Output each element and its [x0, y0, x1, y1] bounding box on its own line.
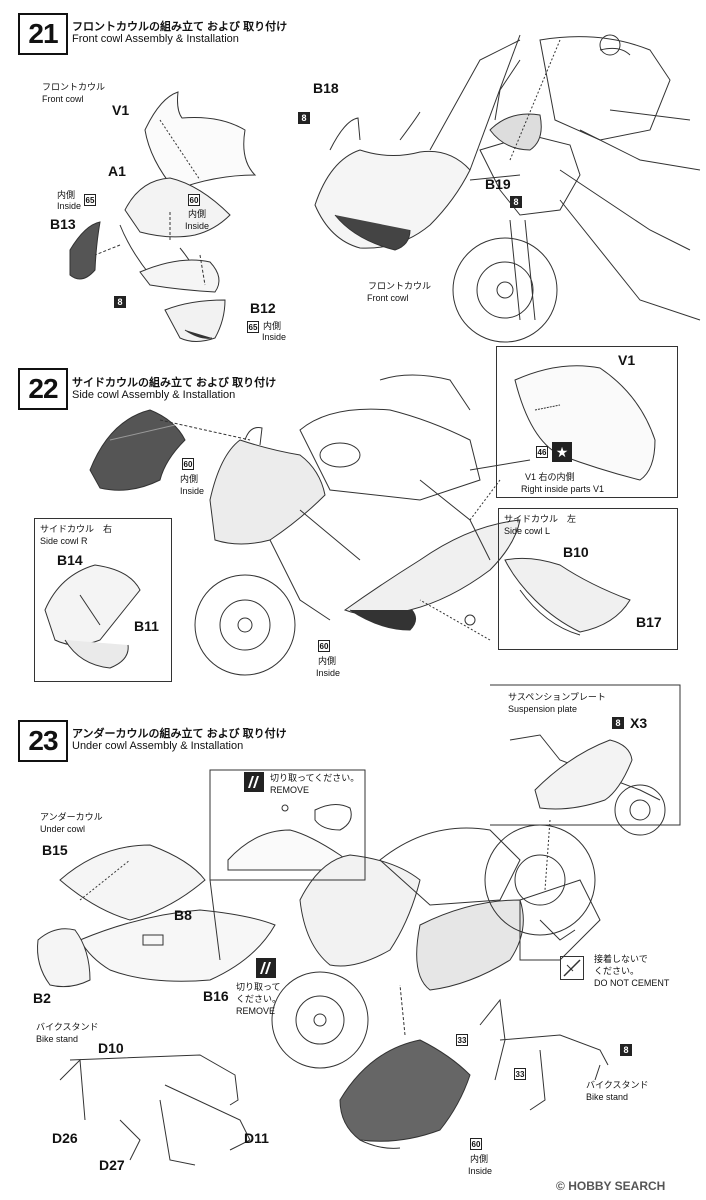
step-title-en: Side cowl Assembly & Installation	[72, 389, 236, 401]
label-bike-stand-en: Bike stand	[36, 1034, 79, 1044]
step-title-jp: アンダーカウルの組み立て および 取り付け	[72, 728, 287, 740]
label-bike-stand-jp: バイクスタンド	[586, 1080, 649, 1090]
label-under-cowl-jp: アンダーカウル	[40, 812, 103, 822]
inset-side-cowl-r	[34, 518, 172, 682]
label-side-cowl-r-en: Side cowl R	[40, 536, 88, 546]
cut-icon	[244, 772, 264, 792]
part-label-d27: D27	[99, 1157, 125, 1173]
part-label-b14: B14	[57, 552, 83, 568]
marker-60: 60	[318, 640, 330, 652]
marker-33: 33	[456, 1034, 468, 1046]
step-title-en: Front cowl Assembly & Installation	[72, 33, 239, 45]
label-v1-inside-jp: V1 右の内側	[525, 472, 575, 482]
label-front-cowl-jp: フロントカウル	[42, 82, 106, 92]
watermark: © HOBBY SEARCH	[556, 1179, 666, 1193]
star-icon: ★	[552, 442, 572, 462]
label-bike-stand-en: Bike stand	[586, 1092, 629, 1102]
part-label-a1: A1	[108, 163, 126, 179]
step-title-jp: フロントカウルの組み立て および 取り付け	[72, 21, 288, 33]
part-label-b19: B19	[485, 176, 511, 192]
marker-8: 8	[620, 1044, 632, 1056]
label-inside-jp: 内側	[57, 190, 76, 200]
step-title-en: Under cowl Assembly & Installation	[72, 740, 244, 752]
inset-side-cowl-l	[498, 508, 678, 650]
marker-46: 46	[536, 446, 548, 458]
cut-icon	[256, 958, 276, 978]
label-inside-jp: 内側	[263, 321, 282, 331]
label-bike-stand-jp: バイクスタンド	[36, 1022, 99, 1032]
label-cut-en: REMOVE	[236, 1006, 276, 1016]
label-front-cowl-en: Front cowl	[367, 293, 409, 303]
label-inside-en: Inside	[57, 201, 82, 211]
label-cut-en: REMOVE	[270, 785, 310, 795]
label-no-cement-jp: 接着しないで	[594, 954, 648, 964]
label-cut-jp: 切り取って	[236, 982, 281, 992]
part-label-b16: B16	[203, 988, 229, 1004]
label-under-cowl-en: Under cowl	[40, 824, 86, 834]
part-label-d10: D10	[98, 1040, 124, 1056]
step-number: 21	[18, 13, 68, 55]
marker-8: 8	[114, 296, 126, 308]
label-inside-en: Inside	[468, 1166, 493, 1176]
marker-8: 8	[510, 196, 522, 208]
no-cement-icon	[560, 956, 584, 980]
part-label-b12: B12	[250, 300, 276, 316]
label-inside-jp: 内側	[318, 656, 337, 666]
label-cut-jp: 切り取ってください。	[270, 773, 360, 783]
marker-8: 8	[298, 112, 310, 124]
marker-33: 33	[514, 1068, 526, 1080]
part-label-b11: B11	[134, 618, 159, 634]
label-inside-en: Inside	[316, 668, 341, 678]
marker-65: 65	[84, 194, 96, 206]
part-label-b2: B2	[33, 990, 51, 1006]
part-label-b13: B13	[50, 216, 76, 232]
label-side-cowl-l-jp: サイドカウル 左	[504, 514, 577, 524]
marker-60: 60	[470, 1138, 482, 1150]
part-label-b8: B8	[174, 907, 192, 923]
label-suspension-plate-en: Suspension plate	[508, 704, 578, 714]
part-label-b17: B17	[636, 614, 662, 630]
label-inside-jp: 内側	[470, 1154, 489, 1164]
step-number: 22	[18, 368, 68, 410]
part-label-d11: D11	[244, 1130, 269, 1146]
label-no-cement-en: DO NOT CEMENT	[594, 978, 670, 988]
label-inside-en: Inside	[262, 332, 287, 342]
marker-60: 60	[182, 458, 194, 470]
label-inside-en: Inside	[180, 486, 205, 496]
label-inside-en: Inside	[185, 221, 210, 231]
part-label-b18: B18	[313, 80, 339, 96]
label-front-cowl-en: Front cowl	[42, 94, 84, 104]
step-number: 23	[18, 720, 68, 762]
inset-v1-detail	[496, 346, 678, 498]
label-front-cowl-jp: フロントカウル	[368, 281, 432, 291]
part-label-d26: D26	[52, 1130, 78, 1146]
part-label-v1: V1	[112, 102, 130, 118]
label-side-cowl-l-en: Side cowl L	[504, 526, 551, 536]
marker-60: 60	[188, 194, 200, 206]
label-suspension-plate-jp: サスペンションプレート	[508, 692, 606, 702]
label-no-cement-jp: ください。	[594, 966, 640, 976]
part-label-x3: X3	[630, 715, 648, 731]
marker-65: 65	[247, 321, 259, 333]
label-v1-inside-en: Right inside parts V1	[521, 484, 605, 494]
label-side-cowl-r-jp: サイドカウル 右	[40, 524, 113, 534]
part-label-b10: B10	[563, 544, 589, 560]
part-label-v1: V1	[618, 352, 636, 368]
label-cut-jp: ください。	[236, 994, 282, 1004]
part-label-b15: B15	[42, 842, 68, 858]
marker-8: 8	[612, 717, 624, 729]
step-title-jp: サイドカウルの組み立て および 取り付け	[72, 377, 277, 389]
label-inside-jp: 内側	[180, 474, 199, 484]
label-inside-jp: 内側	[188, 209, 207, 219]
